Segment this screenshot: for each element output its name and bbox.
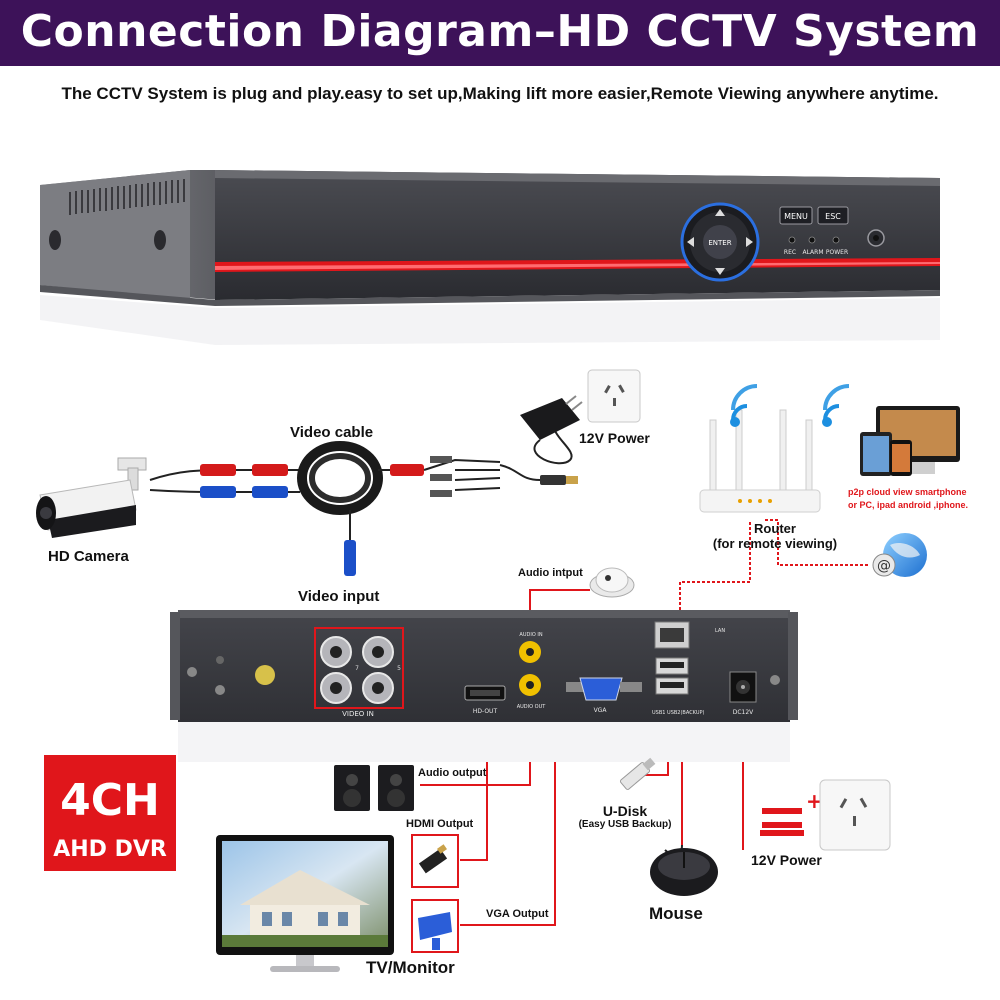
power-adapter-top	[520, 395, 583, 465]
audio-output-label: Audio output	[418, 767, 487, 779]
hdmi-connector	[411, 834, 459, 888]
dvr-front-unit: ENTER MENU ESC REC ALARM POWER	[40, 170, 940, 345]
tv-monitor	[216, 835, 394, 972]
wifi-icon-right	[822, 384, 850, 427]
p2p-label-line2: or PC, ipad android ,iphone.	[848, 500, 969, 510]
svg-text:+: +	[806, 789, 823, 813]
internet-globe-icon: @	[872, 533, 927, 577]
audio-input-microphone	[589, 567, 635, 598]
speakers	[334, 765, 414, 811]
udisk-label-line2: (Easy USB Backup)	[578, 819, 672, 830]
page-title: Connection Diagram–HD CCTV System	[20, 6, 980, 57]
video-cable	[149, 441, 578, 576]
router-label-line1: Router	[754, 521, 796, 536]
usb-flash-drive	[619, 757, 656, 790]
router-label: Router (for remote viewing)	[690, 521, 860, 551]
dvr-back-panel: 7 5 VIDEO IN HD-OUT AUDIO IN AUDIO OUT V…	[170, 610, 798, 762]
esc-button-label: ESC	[825, 212, 841, 221]
title-banner: Connection Diagram–HD CCTV System	[0, 0, 1000, 66]
bnc-number-label: 5	[397, 665, 401, 672]
p2p-label: p2p cloud view smartphone or PC, ipad an…	[848, 486, 968, 512]
audio-in-port-label: AUDIO IN	[519, 632, 542, 638]
wall-socket-top	[587, 369, 641, 423]
power-bottom-label: 12V Power	[751, 852, 822, 868]
audio-input-label: Audio intput	[518, 567, 583, 579]
hd-camera	[36, 457, 147, 538]
video-cable-label: Video cable	[290, 424, 374, 441]
wifi-icon-left	[730, 384, 758, 427]
svg-text:@: @	[877, 558, 891, 574]
menu-button-label: MENU	[784, 212, 808, 221]
badge-product: AHD DVR	[53, 837, 167, 862]
udisk-label-line1: U-Disk	[602, 803, 648, 819]
router	[699, 409, 821, 513]
hd-out-port-label: HD-OUT	[473, 708, 498, 715]
hdmi-output-label: HDMI Output	[406, 818, 474, 830]
router-label-line2: (for remote viewing)	[712, 536, 838, 551]
tv-monitor-label: TV/Monitor	[366, 958, 455, 977]
dc-power-symbol: +	[760, 789, 823, 836]
video-in-port-label: VIDEO IN	[342, 710, 374, 718]
dc12v-port-label: DC12V	[733, 709, 754, 716]
rec-indicator-label: REC	[784, 249, 796, 256]
lan-port-label: LAN	[715, 628, 725, 634]
power-top-label: 12V Power	[579, 430, 650, 446]
video-input-label: Video input	[298, 588, 380, 605]
usb-port-label: USB1 USB2(BACKUP)	[652, 710, 705, 716]
product-badge: 4CH AHD DVR	[44, 755, 176, 871]
udisk-label: U-Disk (Easy USB Backup)	[565, 803, 685, 830]
bnc-number-label: 7	[355, 665, 359, 672]
vga-connector	[411, 899, 459, 953]
page-subtitle: The CCTV System is plug and play.easy to…	[61, 84, 939, 103]
wall-socket-bottom	[819, 779, 891, 851]
badge-channels: 4CH	[60, 775, 160, 826]
alarm-indicator-label: ALARM	[802, 249, 823, 256]
hd-camera-label: HD Camera	[48, 548, 129, 565]
vga-output-label: VGA Output	[486, 908, 549, 920]
mouse	[650, 844, 718, 896]
power-indicator-label: POWER	[826, 249, 848, 256]
mouse-label: Mouse	[649, 904, 703, 923]
enter-button-label: ENTER	[708, 239, 731, 247]
p2p-label-line1: p2p cloud view smartphone	[848, 487, 967, 497]
vga-port-label: VGA	[594, 707, 608, 714]
remote-devices	[860, 406, 960, 476]
audio-out-port-label: AUDIO OUT	[517, 704, 547, 710]
